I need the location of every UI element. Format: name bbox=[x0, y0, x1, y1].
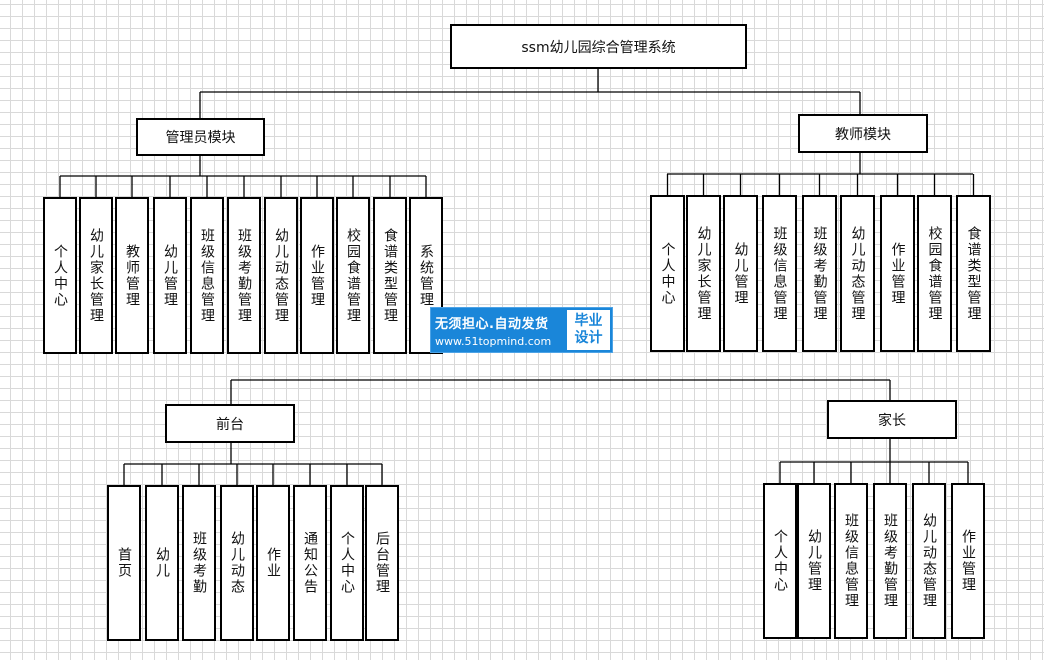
front-item-label: 作业 bbox=[265, 547, 281, 579]
watermark-url: www.51topmind.com bbox=[435, 334, 552, 348]
admin-item: 教师管理 bbox=[115, 197, 149, 354]
admin-item: 个人中心 bbox=[43, 197, 77, 354]
admin-item-label: 校园食谱管理 bbox=[345, 227, 361, 324]
teacher-item: 班级考勤管理 bbox=[802, 195, 837, 352]
front-item: 幼儿动态 bbox=[220, 485, 254, 641]
front-item-label: 幼儿 bbox=[154, 547, 170, 579]
root-title-label: ssm幼儿园综合管理系统 bbox=[521, 39, 676, 56]
teacher-item-label: 幼儿动态管理 bbox=[849, 225, 866, 322]
front-item: 后台管理 bbox=[365, 485, 399, 641]
admin-item: 幼儿管理 bbox=[153, 197, 187, 354]
front-item: 首页 bbox=[107, 485, 141, 641]
parent-item: 班级信息管理 bbox=[834, 483, 868, 639]
watermark-badge: 无须担心.自动发货 www.51topmind.com 毕业 设计 bbox=[430, 307, 613, 353]
teacher-item: 幼儿管理 bbox=[723, 195, 758, 352]
module-admin: 管理员模块 bbox=[136, 118, 265, 156]
teacher-item-label: 个人中心 bbox=[659, 241, 676, 306]
admin-item: 班级考勤管理 bbox=[227, 197, 261, 354]
teacher-item-label: 校园食谱管理 bbox=[926, 225, 943, 322]
parent-item-label: 幼儿管理 bbox=[806, 529, 822, 593]
watermark-main: 无须担心.自动发货 bbox=[435, 316, 549, 332]
teacher-item-label: 幼儿家长管理 bbox=[695, 225, 712, 322]
front-item-label: 后台管理 bbox=[374, 531, 390, 595]
admin-item-label: 食谱类型管理 bbox=[382, 227, 398, 324]
parent-item-label: 作业管理 bbox=[960, 529, 976, 593]
parent-item-label: 班级考勤管理 bbox=[882, 513, 898, 609]
admin-item-label: 班级信息管理 bbox=[199, 227, 215, 324]
teacher-item: 幼儿动态管理 bbox=[840, 195, 875, 352]
parent-item: 个人中心 bbox=[763, 483, 797, 639]
front-item-label: 幼儿动态 bbox=[229, 531, 245, 595]
root-title: ssm幼儿园综合管理系统 bbox=[450, 24, 747, 69]
admin-item: 幼儿动态管理 bbox=[264, 197, 298, 354]
module-parent-label: 家长 bbox=[878, 412, 906, 429]
admin-item-label: 系统管理 bbox=[418, 243, 434, 308]
module-teacher-label: 教师模块 bbox=[835, 126, 891, 143]
parent-item: 幼儿动态管理 bbox=[912, 483, 946, 639]
front-item: 幼儿 bbox=[145, 485, 179, 641]
front-item-label: 班级考勤 bbox=[191, 531, 207, 595]
teacher-item: 食谱类型管理 bbox=[956, 195, 991, 352]
module-front-label: 前台 bbox=[216, 416, 244, 433]
admin-item: 幼儿家长管理 bbox=[79, 197, 113, 354]
module-admin-label: 管理员模块 bbox=[165, 130, 236, 146]
watermark-text: 无须担心.自动发货 www.51topmind.com bbox=[431, 308, 567, 352]
teacher-item: 校园食谱管理 bbox=[917, 195, 952, 352]
admin-item-label: 个人中心 bbox=[52, 243, 68, 308]
module-teacher: 教师模块 bbox=[798, 114, 928, 153]
front-item: 作业 bbox=[256, 485, 290, 641]
admin-item-label: 教师管理 bbox=[124, 243, 140, 308]
parent-item: 幼儿管理 bbox=[797, 483, 831, 639]
admin-item-label: 幼儿家长管理 bbox=[88, 227, 104, 324]
teacher-item: 班级信息管理 bbox=[762, 195, 797, 352]
admin-item-label: 幼儿动态管理 bbox=[273, 227, 289, 324]
front-item: 班级考勤 bbox=[182, 485, 216, 641]
parent-item-label: 幼儿动态管理 bbox=[921, 513, 937, 609]
front-item-label: 首页 bbox=[116, 547, 132, 579]
admin-item-label: 作业管理 bbox=[309, 243, 325, 308]
admin-item-label: 班级考勤管理 bbox=[236, 227, 252, 324]
admin-item: 作业管理 bbox=[300, 197, 334, 354]
teacher-item-label: 作业管理 bbox=[889, 241, 906, 306]
module-parent: 家长 bbox=[827, 400, 957, 439]
admin-item-label: 幼儿管理 bbox=[162, 243, 178, 308]
teacher-item-label: 幼儿管理 bbox=[732, 241, 749, 306]
admin-item: 班级信息管理 bbox=[190, 197, 224, 354]
parent-item-label: 个人中心 bbox=[772, 529, 788, 593]
parent-item: 作业管理 bbox=[951, 483, 985, 639]
teacher-item: 幼儿家长管理 bbox=[686, 195, 721, 352]
watermark-logo-line2: 设计 bbox=[574, 330, 603, 346]
teacher-item-label: 班级信息管理 bbox=[771, 225, 788, 322]
watermark-logo: 毕业 设计 bbox=[567, 310, 610, 350]
teacher-item-label: 食谱类型管理 bbox=[965, 225, 982, 322]
teacher-item-label: 班级考勤管理 bbox=[811, 225, 828, 322]
front-item: 个人中心 bbox=[330, 485, 364, 641]
watermark-logo-line1: 毕业 bbox=[574, 313, 603, 329]
module-front: 前台 bbox=[165, 404, 295, 443]
teacher-item: 作业管理 bbox=[880, 195, 915, 352]
admin-item: 校园食谱管理 bbox=[336, 197, 370, 354]
teacher-item: 个人中心 bbox=[650, 195, 685, 352]
admin-item: 食谱类型管理 bbox=[373, 197, 407, 354]
parent-item: 班级考勤管理 bbox=[873, 483, 907, 639]
front-item-label: 个人中心 bbox=[339, 531, 355, 595]
front-item: 通知公告 bbox=[293, 485, 327, 641]
front-item-label: 通知公告 bbox=[302, 531, 318, 595]
parent-item-label: 班级信息管理 bbox=[843, 513, 859, 609]
